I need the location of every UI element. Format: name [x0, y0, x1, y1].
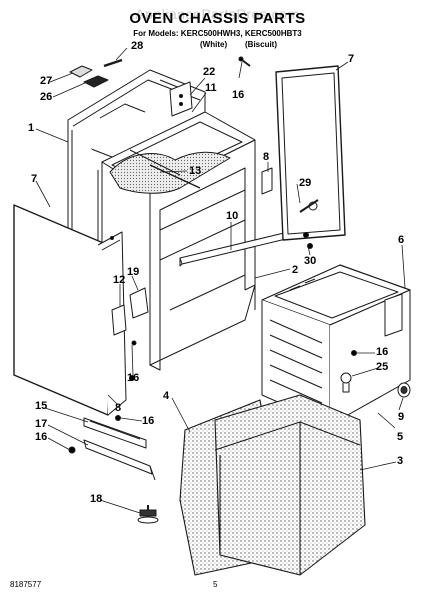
callout-27: 27	[40, 75, 53, 87]
callout-16-mid: 16	[127, 372, 140, 384]
part-9-knob	[397, 382, 411, 398]
callout-7-right: 7	[348, 53, 355, 65]
part-7-right-side-panel	[275, 65, 346, 241]
part-17-trim	[83, 439, 156, 481]
model-numbers: For Models: KERC500HWH3, KERC500HBT3	[133, 29, 302, 38]
part-12-bracket	[111, 304, 137, 346]
part-8-bracket-upper	[261, 167, 273, 195]
part-25-socket	[340, 372, 352, 393]
part-28-rod	[103, 58, 123, 68]
callout-8-lower: 8	[115, 402, 122, 414]
part-15-trim	[83, 417, 147, 449]
callout-3: 3	[397, 455, 404, 467]
callout-13: 13	[189, 165, 202, 177]
callout-5: 5	[397, 431, 404, 443]
callout-2: 2	[292, 264, 299, 276]
callout-22: 22	[203, 66, 216, 78]
watermark-text: AppliancePartsPros.com	[135, 6, 300, 22]
part-26-pad	[83, 75, 109, 88]
callout-11: 11	[205, 82, 217, 94]
callout-29: 29	[299, 177, 312, 189]
callout-4: 4	[163, 390, 170, 402]
leader-lines	[35, 47, 406, 514]
callout-28: 28	[131, 40, 144, 52]
doc-number: 8187577	[10, 580, 42, 589]
callout-1: 1	[28, 122, 35, 134]
callout-15: 15	[35, 400, 48, 412]
callout-10: 10	[226, 210, 239, 222]
callout-16-top: 16	[232, 89, 245, 101]
callout-18: 18	[90, 493, 103, 505]
page-title: OVEN CHASSIS PARTS	[129, 10, 306, 27]
callout-17: 17	[35, 418, 48, 430]
callout-26: 26	[40, 91, 53, 103]
callout-30: 30	[304, 255, 317, 267]
callout-16-bottom: 16	[35, 431, 48, 443]
color-label-white: (White)	[200, 40, 228, 49]
callout-25: 25	[376, 361, 389, 373]
callout-16-trim: 16	[142, 415, 155, 427]
part-3-insulation	[214, 394, 366, 576]
part-27-block	[69, 65, 93, 78]
oven-chassis-frame	[67, 69, 256, 371]
part-10-rail	[179, 231, 291, 267]
part-30-screws	[303, 232, 313, 249]
callout-16-cavity: 16	[376, 346, 389, 358]
part-7-left-side-panel	[13, 204, 127, 416]
callout-19: 19	[127, 266, 140, 278]
part-6-oven-cavity	[261, 264, 411, 426]
part-16-screw-top	[238, 56, 251, 67]
callout-8-upper: 8	[263, 151, 270, 163]
callout-7-left: 7	[31, 173, 38, 185]
page-number: 5	[213, 580, 218, 589]
callout-12: 12	[113, 274, 126, 286]
part-16-screw-bottom	[68, 375, 135, 454]
callout-6: 6	[398, 234, 405, 246]
callout-9: 9	[398, 411, 405, 423]
color-label-biscuit: (Biscuit)	[245, 40, 277, 49]
part-18-leveling-leg	[137, 505, 159, 524]
part-16-screw-cavity	[351, 350, 357, 356]
part-19-bracket	[129, 287, 149, 319]
